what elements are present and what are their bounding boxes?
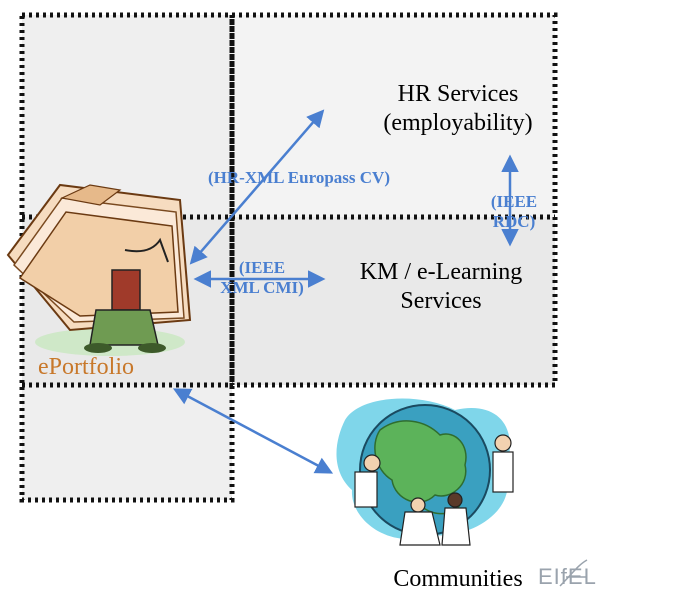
ieee-xml-line2: XML CMI)	[220, 277, 304, 297]
ieee-xml-cmi-label: (IEEE XML CMI)	[202, 258, 322, 297]
km-elearning-label: KM / e-Learning Services	[326, 258, 556, 316]
hr-services-label: HR Services (employability)	[358, 80, 558, 138]
arrow-eportfolio-communities	[172, 388, 334, 474]
hr-services-line1: HR Services	[397, 81, 519, 107]
connector-arrows	[172, 109, 519, 474]
eifel-logo-text: EIfEL	[538, 564, 597, 589]
ieee-xml-line1: (IEEE	[238, 258, 286, 277]
arrow-eportfolio-hr	[189, 109, 325, 265]
ieee-rdc-label: (IEEE RDC)	[478, 192, 550, 231]
hr-services-line2: (employability)	[383, 109, 533, 136]
km-line1: KM / e-Learning	[359, 259, 523, 285]
ieee-rdc-line1: (IEEE	[490, 192, 538, 211]
eportfolio-label: ePortfolio	[38, 354, 134, 380]
hr-xml-europass-label: (HR-XML Europass CV)	[208, 168, 390, 187]
ieee-rdc-line2: RDC)	[492, 211, 536, 231]
communities-label: Communities	[393, 566, 523, 592]
eifel-logo-icon	[559, 559, 588, 587]
km-line2: Services	[400, 287, 482, 314]
folder-character-clipart-icon	[6, 183, 192, 356]
globe-people-clipart-icon	[336, 398, 514, 546]
